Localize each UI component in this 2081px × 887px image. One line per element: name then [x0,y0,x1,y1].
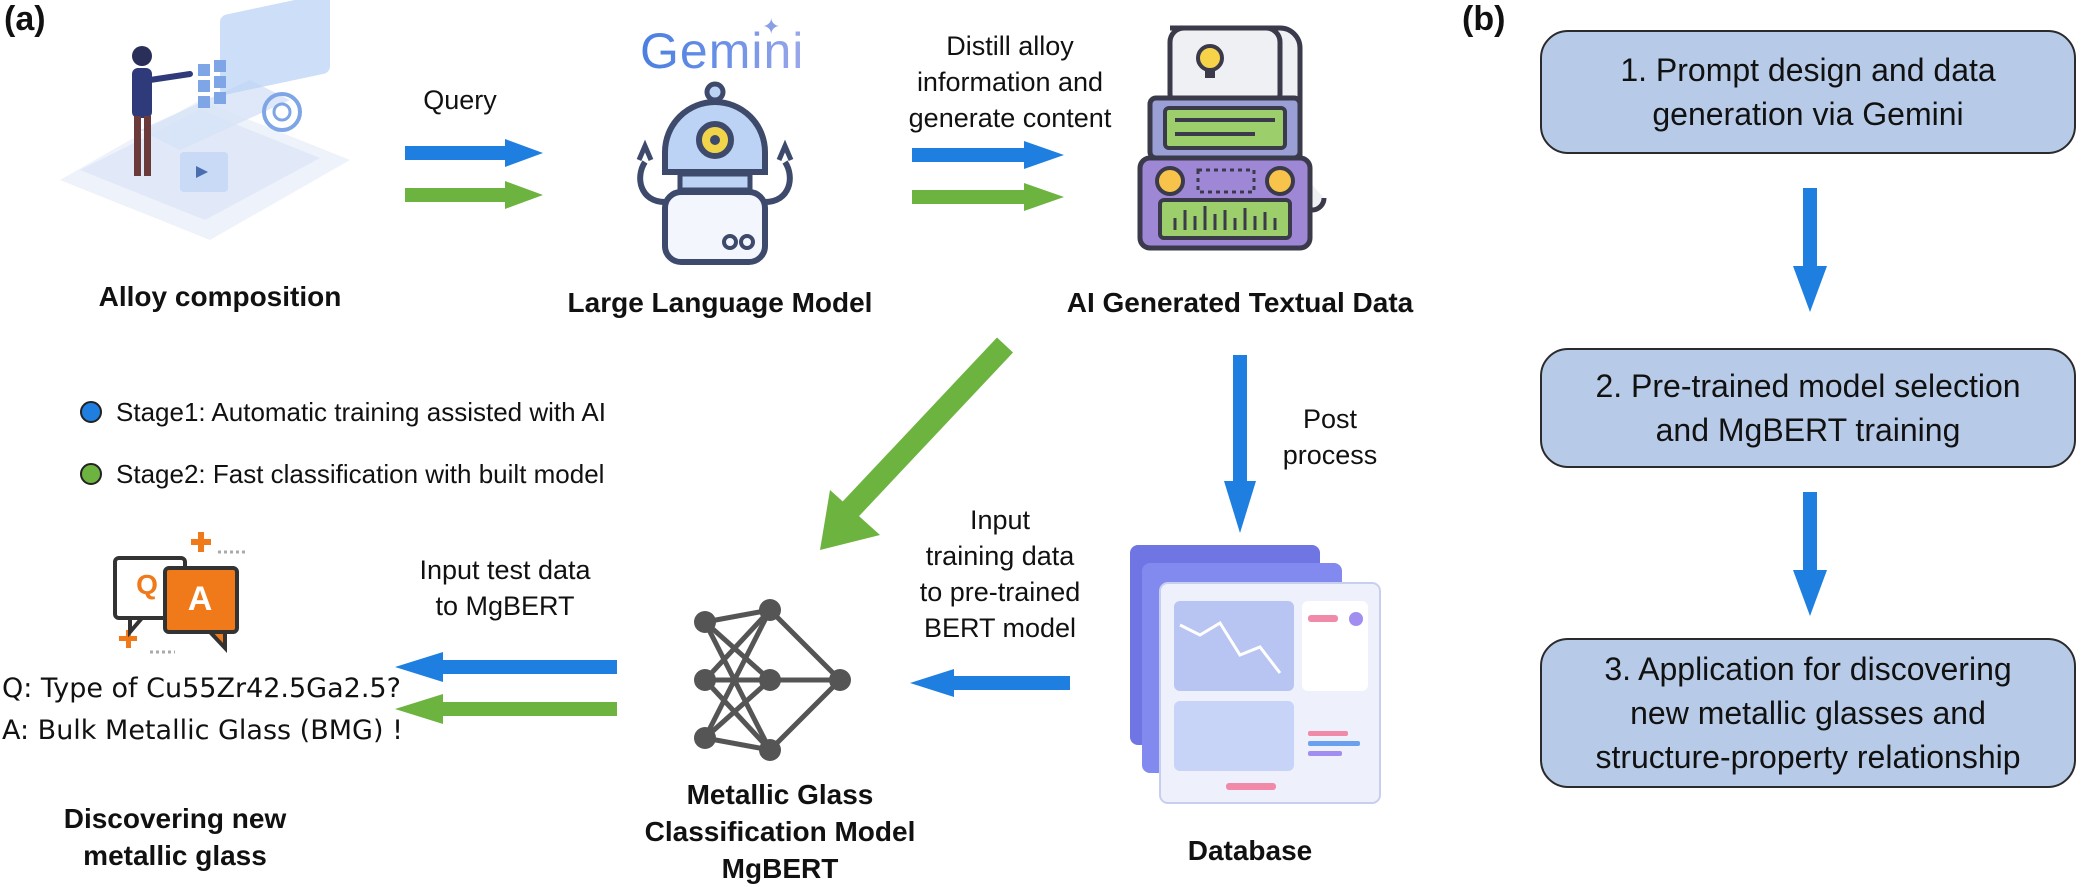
distill-line-1: Distill alloy [946,31,1074,61]
neural-network-icon [694,599,851,761]
train-input-arrow [910,669,1070,697]
step-2-line-1: 2. Pre-trained model selection [1595,368,2021,404]
legend-stage1-text: Stage1: Automatic training assisted with… [116,396,606,427]
robot-icon [636,81,794,265]
query-label: Query [423,85,497,115]
qa-icon-a: A [187,580,213,618]
post-line-1: Post [1302,404,1358,434]
distill-arrows [912,141,1064,211]
database-caption: Database [1187,835,1313,866]
train-line-1: Input [969,505,1031,535]
step-arrow-1 [1793,188,1827,312]
legend: Stage1: Automatic training assisted with… [80,393,606,493]
qa-chat-icon [113,532,245,654]
step-arrow-2 [1793,492,1827,616]
test-line-1: Input test data [419,555,591,585]
post-process-arrow [1224,355,1256,533]
stage2-diagonal-arrow [820,337,1014,550]
test-line-2: to MgBERT [435,591,575,621]
distill-line-3: generate content [908,103,1112,133]
model-line-1: Metallic Glass [686,779,874,810]
post-line-2: process [1282,440,1378,470]
step-3-line-2: new metallic glasses and [1630,695,1986,731]
panel-b-tag: (b) [1462,0,1506,38]
test-input-label: Input test data to MgBERT [385,552,625,624]
discover-caption: Discovering new metallic glass [20,800,330,874]
stage2-dot-icon [80,463,102,485]
post-process-label: Post process [1270,401,1390,473]
model-caption: Metallic Glass Classification Model MgBE… [610,776,950,887]
qa-question: Q: Type of Cu55Zr42.5Ga2.5? [2,673,401,704]
step-1-box: 1. Prompt design and data generation via… [1540,30,2076,154]
step-2-box: 2. Pre-trained model selection and MgBER… [1540,348,2076,468]
database-icon [1130,545,1381,804]
ai-text-caption: AI Generated Textual Data [1066,287,1414,318]
query-arrows [405,139,543,209]
model-line-2: Classification Model [644,816,916,847]
train-line-4: BERT model [923,613,1077,643]
llm-caption: Large Language Model [567,287,873,318]
alloy-illustration [60,0,350,240]
step-2-line-2: and MgBERT training [1655,412,1961,448]
train-line-3: to pre-trained [919,577,1081,607]
ai-generator-icon [1137,25,1327,251]
model-line-3: MgBERT [721,853,839,884]
qa-answer: A: Bulk Metallic Glass (BMG) ! [2,715,403,746]
step-3-line-3: structure-property relationship [1595,739,2021,775]
distill-label: Distill alloy information and generate c… [890,28,1130,136]
step-3-line-1: 3. Application for discovering [1604,651,2012,687]
legend-item-stage1: Stage1: Automatic training assisted with… [80,393,606,431]
alloy-caption: Alloy composition [98,281,342,312]
stage1-dot-icon [80,401,102,423]
step-1-line-2: generation via Gemini [1652,96,1964,132]
step-3-box: 3. Application for discovering new metal… [1540,638,2076,788]
panel-a-tag: (a) [4,0,46,38]
discover-line-2: metallic glass [83,840,267,871]
qa-icon-q: Q [136,569,158,600]
discover-line-1: Discovering new [63,803,287,834]
test-input-arrows [395,652,617,724]
train-input-label: Input training data to pre-trained BERT … [890,502,1110,646]
distill-line-2: information and [916,67,1104,97]
legend-item-stage2: Stage2: Fast classification with built m… [80,455,606,493]
gemini-logo: Gemini [640,23,805,79]
legend-stage2-text: Stage2: Fast classification with built m… [116,458,605,489]
sparkle-icon: ✦ [762,14,781,39]
step-1-line-1: 1. Prompt design and data [1620,52,1996,88]
qa-text: Q: Type of Cu55Zr42.5Ga2.5? A: Bulk Meta… [2,668,403,752]
train-line-2: training data [925,541,1075,571]
